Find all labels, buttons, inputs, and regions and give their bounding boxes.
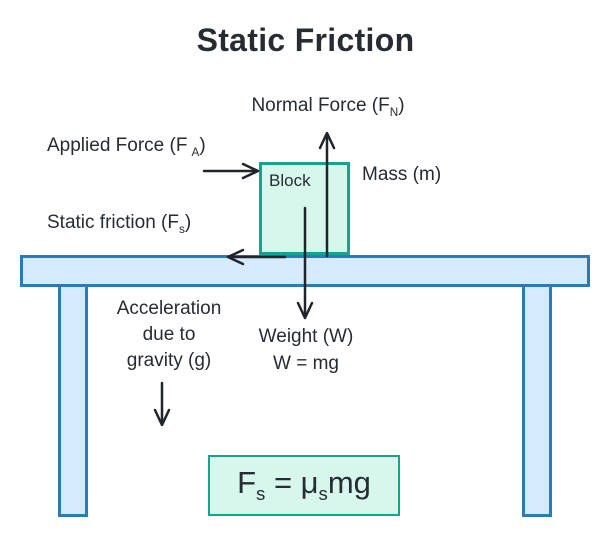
weight-label-line1: Weight (W) xyxy=(258,326,354,347)
table-top xyxy=(20,255,590,287)
table-leg-left xyxy=(58,287,88,517)
static-friction-label: Static friction (Fs) xyxy=(47,212,192,236)
mass-label: Mass (m) xyxy=(362,164,442,185)
block-label: Block xyxy=(269,171,311,190)
gravity-arrow xyxy=(153,381,171,427)
page-title: Static Friction xyxy=(196,22,415,58)
applied-force-arrow xyxy=(202,162,260,180)
formula-box: Fs = μsmg xyxy=(208,455,400,516)
gravity-label: Acceleration due to gravity (g) xyxy=(116,298,222,371)
block-shape: Block xyxy=(259,162,350,255)
table-leg-right xyxy=(522,287,552,517)
weight-label: Weight (W) W = mg xyxy=(259,323,354,377)
formula-text: Fs = μsmg xyxy=(237,465,371,505)
weight-equation: W = mg xyxy=(273,353,339,374)
normal-force-label: Normal Force (FN) xyxy=(251,95,405,119)
